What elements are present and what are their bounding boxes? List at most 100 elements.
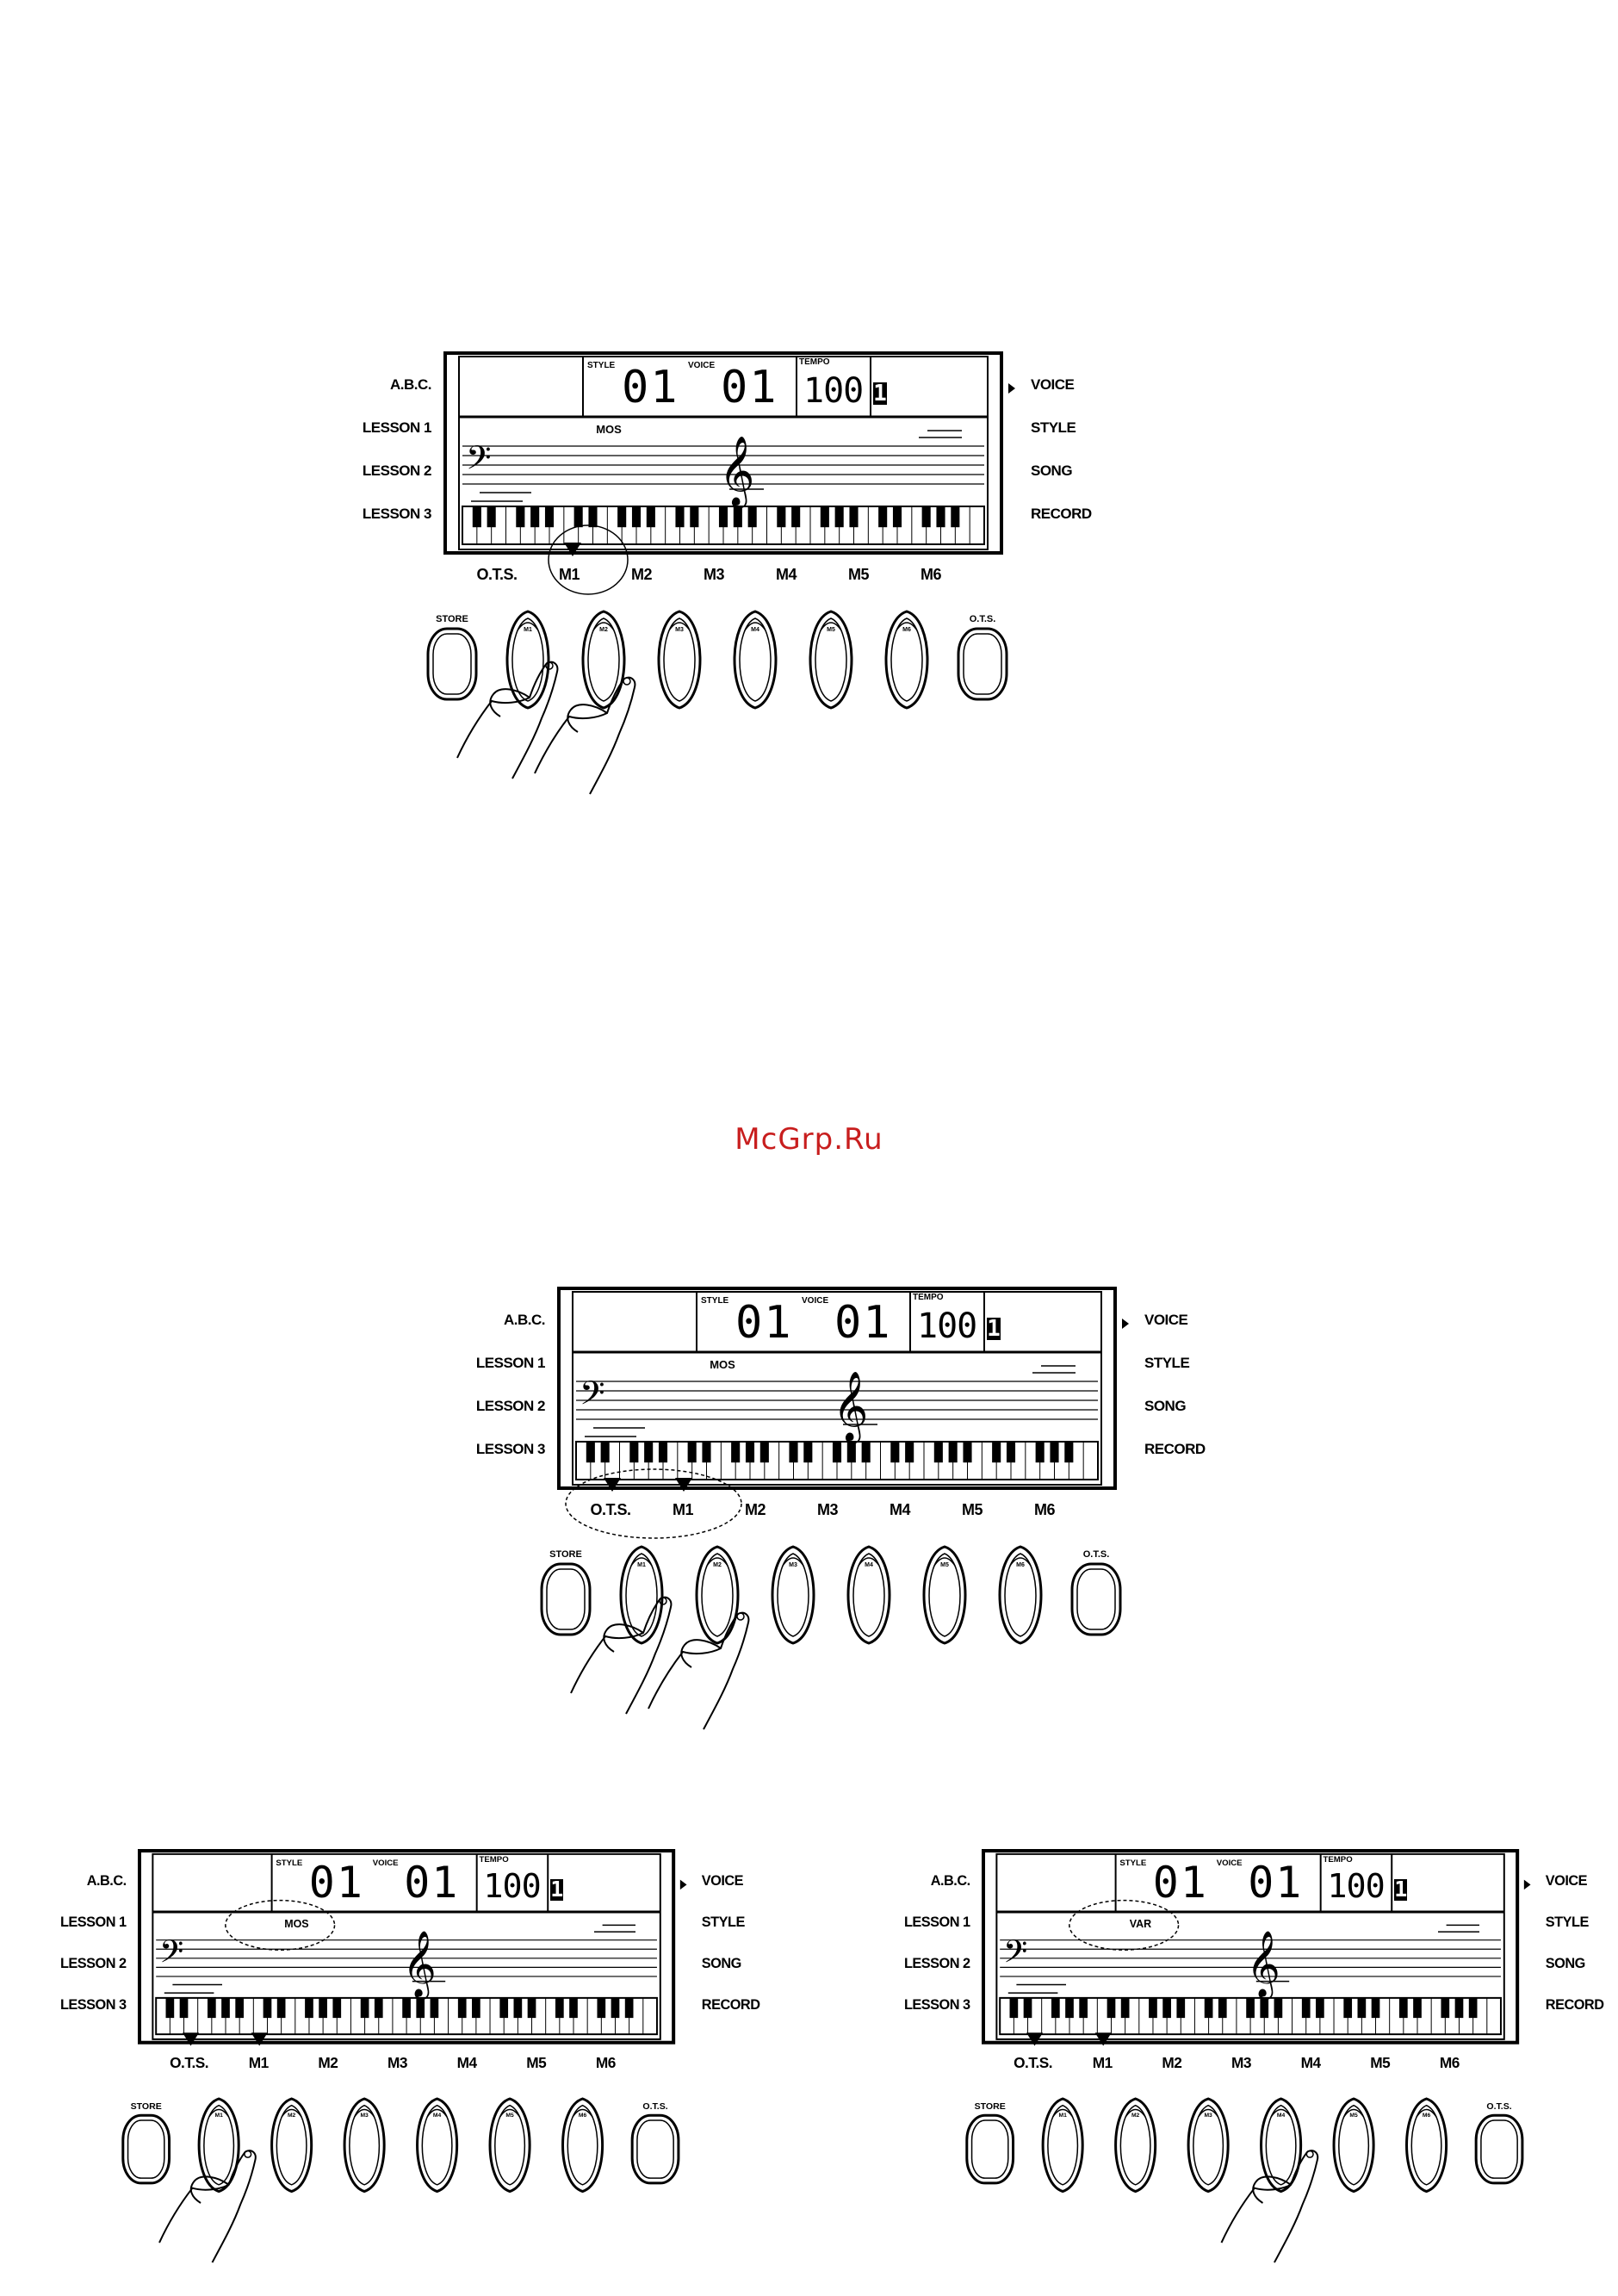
memory-button-cap-label: M6 — [1422, 2113, 1431, 2119]
tempo-display: 100 — [917, 1306, 977, 1346]
down-arrow-icon — [1026, 2032, 1044, 2046]
lcd-frame — [982, 1849, 1520, 2045]
panel-label-left: LESSON 1 — [903, 1914, 970, 1930]
lcd-voice-label: VOICE — [802, 1296, 829, 1306]
memory-button-m6[interactable] — [998, 1545, 1043, 1645]
memory-button-m3[interactable] — [657, 610, 702, 710]
memory-button-cap-label: M1 — [1058, 2113, 1067, 2119]
ots-button[interactable] — [957, 627, 1008, 701]
memory-button-m5[interactable] — [922, 1545, 967, 1645]
panel-label-right: STYLE — [1545, 1914, 1590, 1930]
memory-label-m2: M2 — [630, 566, 653, 583]
memory-button-cap-label: M1 — [637, 1562, 646, 1568]
panel-label-right: RECORD — [1545, 1996, 1604, 2013]
store-button[interactable] — [426, 627, 478, 701]
lcd-style-label: STYLE — [587, 361, 616, 370]
memory-button-cap-label: M3 — [675, 627, 684, 633]
down-arrow-icon — [182, 2032, 200, 2046]
lcd-frame — [443, 351, 1003, 555]
voice-number-display: 01 — [1248, 1858, 1304, 1908]
memory-button-m4[interactable] — [733, 610, 778, 710]
memory-button-cap-label: M5 — [940, 1562, 949, 1568]
treble-clef-icon: 𝄞 — [1246, 1930, 1280, 2001]
memory-button-m1[interactable] — [1041, 2097, 1084, 2194]
panel-label-left: LESSON 1 — [362, 419, 432, 436]
memory-label-m1: M1 — [672, 1501, 694, 1518]
voice-number-display: 01 — [834, 1297, 892, 1349]
lcd-style-label: STYLE — [276, 1858, 303, 1868]
memory-button-cap-label: M6 — [902, 627, 911, 633]
memory-label-m5: M5 — [961, 1501, 983, 1518]
memory-label-m2: M2 — [1162, 2054, 1182, 2072]
beat-indicator: 1 — [1394, 1876, 1408, 1902]
tempo-display: 100 — [483, 1867, 541, 1907]
down-arrow-icon — [675, 1478, 692, 1492]
memory-button-m1[interactable] — [197, 2097, 240, 2194]
memory-button-m6[interactable] — [1405, 2097, 1448, 2194]
store-button[interactable] — [965, 2113, 1015, 2185]
memory-button-m6[interactable] — [561, 2097, 604, 2194]
memory-button-m3[interactable] — [771, 1545, 815, 1645]
memory-label-m3: M3 — [703, 566, 725, 583]
memory-button-cap-label: M1 — [214, 2113, 223, 2119]
ots-button-label: O.T.S. — [1082, 1549, 1110, 1560]
memory-button-m3[interactable] — [343, 2097, 386, 2194]
voice-number-display: 01 — [404, 1858, 460, 1908]
status-text: MOS — [284, 1917, 309, 1930]
memory-button-m2[interactable] — [1114, 2097, 1157, 2194]
bass-clef-icon: 𝄢 — [1003, 1933, 1027, 1977]
memory-button-m4[interactable] — [846, 1545, 891, 1645]
bass-clef-icon: 𝄢 — [159, 1933, 183, 1977]
memory-button-m6[interactable] — [884, 610, 929, 710]
memory-button-m5[interactable] — [488, 2097, 531, 2194]
treble-clef-icon: 𝄞 — [402, 1930, 437, 2001]
lcd-voice-label: VOICE — [688, 361, 716, 370]
memory-button-m2[interactable] — [695, 1545, 740, 1645]
memory-label-m6: M6 — [1033, 1501, 1056, 1518]
memory-label-m4: M4 — [456, 2054, 477, 2072]
memory-button-m4[interactable] — [1260, 2097, 1303, 2194]
memory-label-m3: M3 — [816, 1501, 839, 1518]
highlight-ellipse — [565, 1468, 742, 1539]
memory-button-m5[interactable] — [809, 610, 853, 710]
play-triangle-icon — [1008, 383, 1015, 394]
lcd-tempo-label: TEMPO — [799, 357, 830, 367]
store-button-label: STORE — [974, 2101, 1006, 2112]
memory-label-m6: M6 — [1439, 2054, 1460, 2072]
lcd-tempo-label: TEMPO — [913, 1293, 944, 1302]
memory-button-m4[interactable] — [416, 2097, 459, 2194]
tempo-display: 100 — [1327, 1867, 1385, 1907]
panel-label-right: RECORD — [1144, 1441, 1206, 1457]
memory-button-m5[interactable] — [1332, 2097, 1375, 2194]
panel-label-left: LESSON 3 — [475, 1441, 546, 1457]
memory-button-cap-label: M6 — [578, 2113, 587, 2119]
memory-button-cap-label: M3 — [1204, 2113, 1212, 2119]
memory-label-m3: M3 — [387, 2054, 408, 2072]
treble-clef-icon: 𝄞 — [719, 435, 754, 508]
ots-button[interactable] — [1474, 2113, 1524, 2185]
pointing-hand-icon — [456, 661, 559, 779]
memory-label-ots: O.T.S. — [476, 566, 518, 583]
memory-button-m2[interactable] — [270, 2097, 313, 2194]
memory-button-m1[interactable] — [505, 610, 550, 710]
beat-indicator: 1 — [873, 381, 887, 406]
memory-label-m3: M3 — [1231, 2054, 1252, 2072]
store-button[interactable] — [121, 2113, 171, 2185]
lcd-frame — [557, 1287, 1117, 1490]
memory-button-m2[interactable] — [581, 610, 626, 710]
memory-button-m1[interactable] — [619, 1545, 664, 1645]
memory-button-cap-label: M5 — [1349, 2113, 1358, 2119]
memory-label-m1: M1 — [558, 566, 580, 583]
pointing-hand-icon — [570, 1596, 673, 1715]
store-button[interactable] — [540, 1562, 592, 1636]
panel-label-left: LESSON 2 — [362, 462, 432, 479]
status-text: MOS — [596, 423, 622, 436]
down-arrow-icon — [564, 543, 581, 556]
ots-button[interactable] — [630, 2113, 680, 2185]
ots-button[interactable] — [1070, 1562, 1122, 1636]
panel-drawing: 𝄢𝄞 — [965, 1849, 1531, 2263]
ots-button-label: O.T.S. — [1486, 2101, 1512, 2112]
memory-button-m3[interactable] — [1187, 2097, 1230, 2194]
